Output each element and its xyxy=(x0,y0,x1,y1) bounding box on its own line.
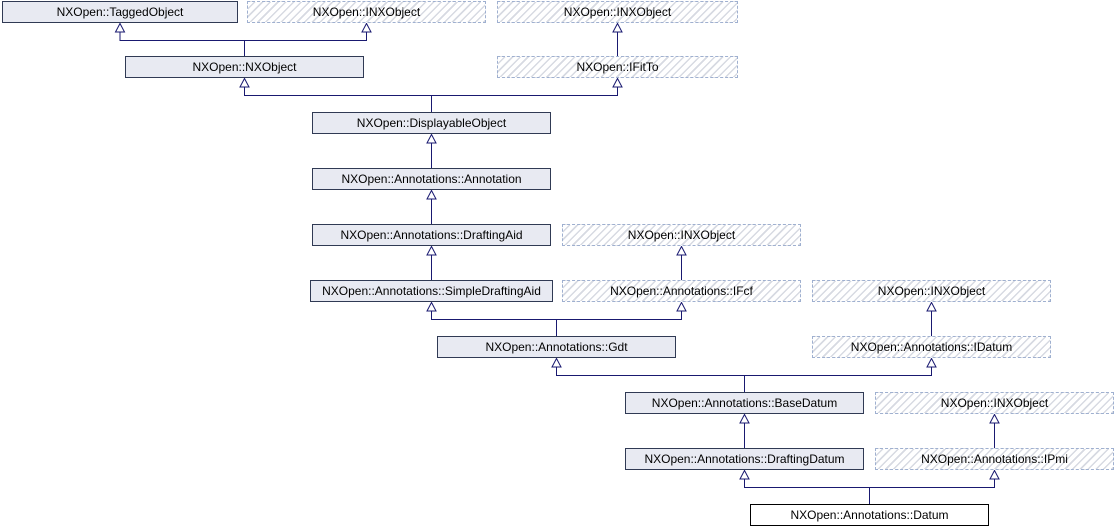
inheritance-edge xyxy=(431,311,557,336)
class-node-displayable[interactable]: NXOpen::DisplayableObject xyxy=(312,112,551,134)
class-node-inx4[interactable]: NXOpen::INXObject xyxy=(812,280,1051,302)
inheritance-arrowhead xyxy=(989,413,1000,424)
inheritance-arrowhead xyxy=(926,301,937,312)
inheritance-arrowhead xyxy=(676,245,687,256)
inheritance-arrowhead xyxy=(926,357,937,368)
inheritance-arrowhead xyxy=(239,77,250,88)
class-node-gdt[interactable]: NXOpen::Annotations::Gdt xyxy=(437,336,676,358)
class-node-inx2[interactable]: NXOpen::INXObject xyxy=(497,1,738,23)
inheritance-edge xyxy=(744,479,870,504)
class-node-ifcf[interactable]: NXOpen::Annotations::IFcf xyxy=(562,280,801,302)
class-node-draftingdatum[interactable]: NXOpen::Annotations::DraftingDatum xyxy=(625,448,864,470)
class-node-datum: NXOpen::Annotations::Datum xyxy=(750,504,989,526)
inheritance-arrowhead xyxy=(426,189,437,200)
inheritance-edge xyxy=(556,367,745,392)
class-node-ifitto[interactable]: NXOpen::IFitTo xyxy=(497,56,738,78)
class-node-inx3[interactable]: NXOpen::INXObject xyxy=(562,224,801,246)
inheritance-edge xyxy=(119,32,245,56)
inheritance-arrowhead xyxy=(426,245,437,256)
inheritance-arrowhead xyxy=(676,301,687,312)
class-node-ipmi[interactable]: NXOpen::Annotations::IPmi xyxy=(875,448,1114,470)
inheritance-edge xyxy=(244,87,432,112)
class-node-inx5[interactable]: NXOpen::INXObject xyxy=(875,392,1114,414)
inheritance-edge xyxy=(431,87,618,112)
inheritance-arrowhead xyxy=(739,413,750,424)
inheritance-arrowhead xyxy=(612,77,623,88)
class-node-draftingaid[interactable]: NXOpen::Annotations::DraftingAid xyxy=(312,224,551,246)
inheritance-arrowhead xyxy=(114,22,126,33)
inheritance-arrowhead xyxy=(426,133,437,144)
inheritance-edge xyxy=(744,367,932,392)
inheritance-arrowhead xyxy=(989,469,1000,480)
inheritance-arrowhead xyxy=(612,22,623,33)
class-node-tagged[interactable]: NXOpen::TaggedObject xyxy=(2,1,238,23)
inheritance-edge xyxy=(556,311,682,336)
class-node-inx1[interactable]: NXOpen::INXObject xyxy=(247,1,486,23)
inheritance-arrowhead xyxy=(361,22,372,33)
class-node-annotation[interactable]: NXOpen::Annotations::Annotation xyxy=(312,168,551,190)
class-node-idatum[interactable]: NXOpen::Annotations::IDatum xyxy=(812,336,1051,358)
class-node-nxobject[interactable]: NXOpen::NXObject xyxy=(125,56,364,78)
class-node-basedatum[interactable]: NXOpen::Annotations::BaseDatum xyxy=(625,392,864,414)
inheritance-edge xyxy=(869,479,995,504)
class-node-simpledraftingaid[interactable]: NXOpen::Annotations::SimpleDraftingAid xyxy=(310,280,553,302)
inheritance-arrowhead xyxy=(551,357,562,368)
inheritance-edge xyxy=(244,32,367,56)
inheritance-arrowhead xyxy=(426,301,437,312)
inheritance-arrowhead xyxy=(739,469,750,480)
